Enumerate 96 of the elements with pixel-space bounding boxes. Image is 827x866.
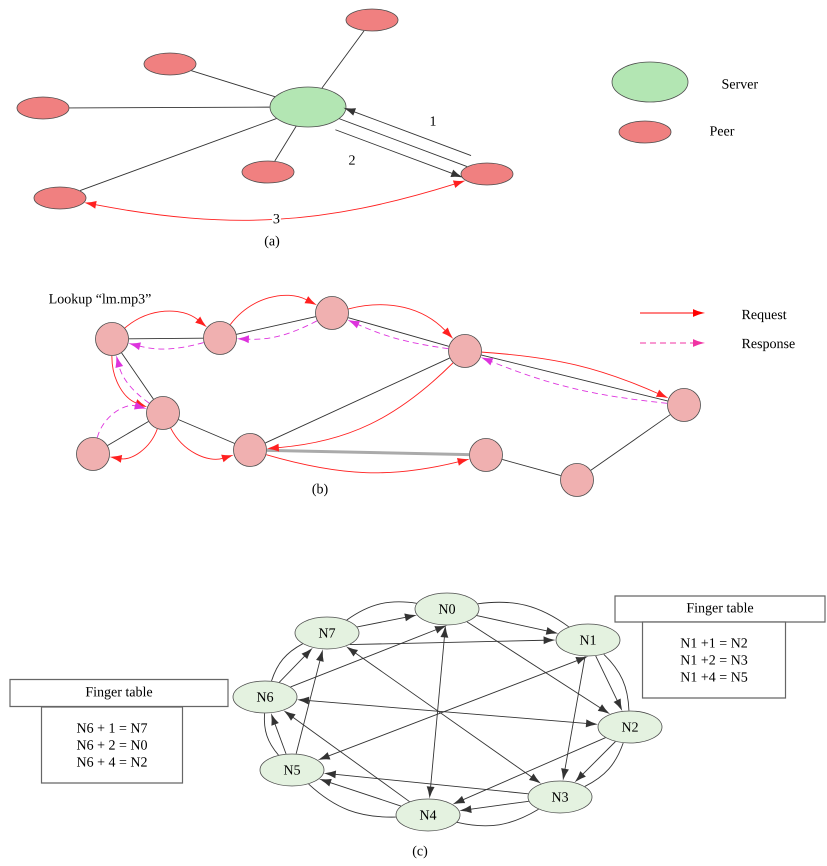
server-node (270, 86, 346, 128)
peer-circle (469, 438, 503, 472)
edge-label: 3 (272, 212, 281, 224)
ring-node: N0 (414, 592, 480, 626)
peer-node (144, 52, 196, 76)
legend-entry: Peer (618, 120, 734, 144)
caption: (c) (412, 846, 428, 858)
table-header: Finger table (9, 678, 229, 708)
peer-node (16, 96, 70, 120)
arrow (170, 428, 232, 462)
arrow (284, 711, 410, 802)
peer-circle (233, 433, 267, 467)
legend-entry: Request (640, 309, 787, 322)
peer-circle (315, 296, 349, 330)
arrow (334, 129, 462, 178)
arrow (290, 626, 446, 688)
connector-line (322, 30, 364, 88)
connector-line (264, 358, 450, 444)
connector-line (271, 643, 304, 682)
connector-line (266, 448, 470, 456)
peer-node (346, 8, 398, 32)
table-header: Finger table (614, 595, 826, 623)
arrow (268, 362, 454, 452)
peer-node (460, 162, 514, 186)
arrow (561, 656, 586, 780)
peer-circle (448, 334, 482, 368)
legend-entry: Server (612, 62, 758, 102)
arrow (230, 294, 316, 326)
arrow (86, 180, 464, 221)
connector-line (190, 70, 276, 98)
ring-node: N4 (396, 798, 460, 832)
arrow (296, 650, 324, 754)
connector-line (80, 118, 277, 192)
connector-line (603, 654, 630, 712)
peer-circle (667, 388, 701, 422)
arrow (356, 614, 416, 628)
connector-line (346, 601, 418, 620)
edge-label: 2 (348, 154, 356, 166)
arrow (348, 304, 452, 338)
arrow (96, 402, 146, 438)
connector-line (68, 106, 270, 108)
peer-circle (203, 321, 237, 355)
edge-label: 1 (428, 115, 438, 127)
table-body: N6 + 1 = N7 N6 + 2 = N0 N6 + 4 = N2 (40, 706, 184, 784)
arrow (325, 770, 529, 794)
arrow (238, 320, 318, 343)
ring-node: N2 (598, 710, 662, 744)
connector-line (128, 338, 204, 340)
arrow (347, 647, 540, 783)
peer-circle (95, 322, 129, 356)
ring-node: N5 (260, 754, 324, 786)
connector-line (236, 316, 316, 335)
connector-line (121, 352, 154, 400)
arrow (266, 454, 468, 474)
caption: (b) (312, 484, 328, 496)
arrow (454, 737, 606, 804)
connector-line (584, 742, 624, 787)
ring-node: N6 (232, 680, 298, 714)
connector-line (338, 118, 468, 167)
arrow (476, 615, 557, 635)
arrow (466, 621, 609, 714)
connector-line (590, 414, 671, 471)
ring-node: N3 (528, 780, 592, 814)
arrow (271, 714, 286, 754)
annotation-text: Lookup “lm.mp3” (49, 294, 151, 306)
arrow (130, 342, 204, 350)
arrow (344, 108, 472, 156)
arrow (298, 696, 596, 728)
connector-line (264, 712, 279, 756)
table-body: N1 +1 = N2 N1 +2 = N3 N1 +4 = N5 (642, 621, 786, 699)
arrow (349, 636, 554, 646)
peer-node (34, 186, 86, 210)
caption: (a) (264, 236, 280, 248)
connector-line (502, 459, 562, 476)
arrow (460, 800, 530, 813)
arrow (426, 627, 448, 797)
ring-node: N1 (556, 624, 620, 656)
arrow (278, 648, 312, 683)
peer-circle (76, 437, 110, 471)
arrow (576, 741, 616, 782)
arrow (319, 656, 587, 760)
arrow (111, 428, 158, 462)
arrow (320, 779, 402, 806)
peer-node (242, 160, 294, 184)
arrow (595, 655, 622, 710)
peer-circle (560, 463, 594, 497)
connector-line (477, 602, 570, 628)
ring-node: N7 (294, 616, 360, 650)
connector-line (456, 808, 539, 826)
legend-entry: Response (640, 338, 795, 352)
connector-line (274, 126, 297, 162)
connector-line (178, 419, 235, 444)
connector-line (107, 421, 149, 446)
connector-line (308, 784, 396, 818)
peer-circle (146, 396, 180, 430)
arrow (124, 310, 206, 328)
